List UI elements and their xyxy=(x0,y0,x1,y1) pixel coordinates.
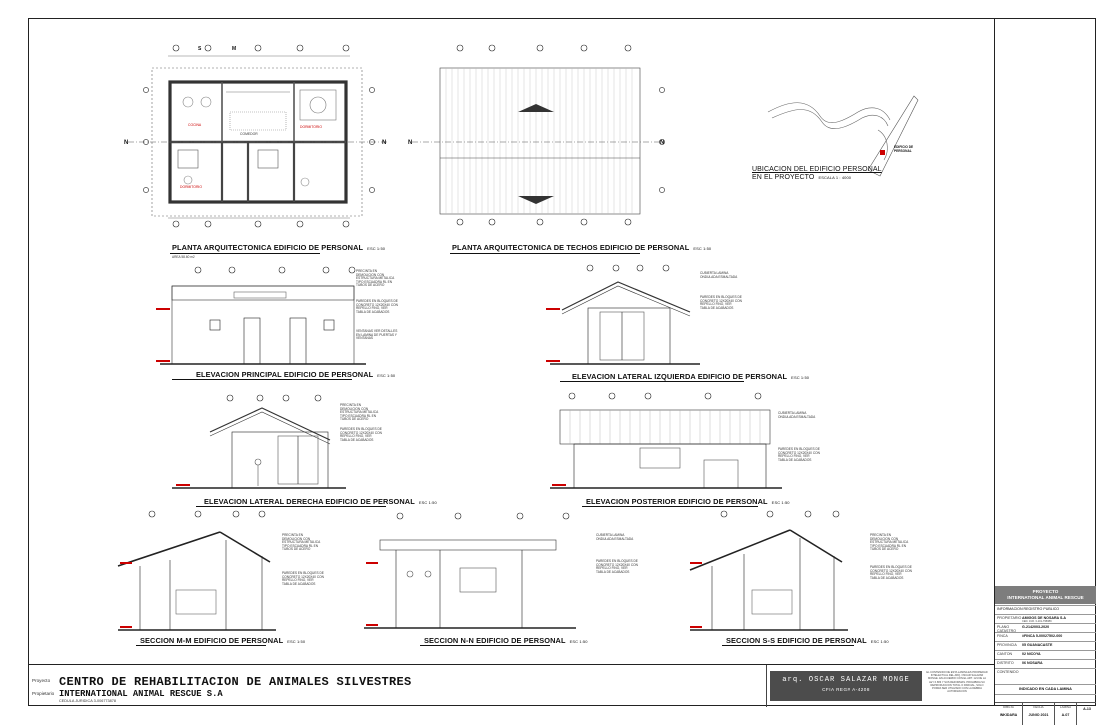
note-roof-left: CUBIERTA LAMINA ONDULADA ESMALTADA xyxy=(700,271,738,279)
title-block-row: FINCA#FINCA 5-00027502-000 xyxy=(995,632,1096,641)
legal-note: EL CONTENIDO DE ESTA LAMINA ES PROPIEDAD… xyxy=(926,671,988,694)
title-block: PROYECTO INTERNATIONAL ANIMAL RESCUE INF… xyxy=(994,18,1096,725)
note-windows-front: VENTANAS VER DETALLES EN LAMINA DE PUERT… xyxy=(356,329,398,341)
svg-text:N: N xyxy=(124,140,128,146)
svg-text:DORMITORIO: DORMITORIO xyxy=(180,185,202,189)
location-sketch xyxy=(767,95,919,177)
title-block-header: PROYECTO INTERNATIONAL ANIMAL RESCUE xyxy=(995,586,1096,604)
elevation-left xyxy=(550,264,700,365)
note-roof-n: CUBIERTA LAMINA ONDULADA ESMALTADA xyxy=(596,533,634,541)
note-walls-left: PAREDES EN BLOQUES DE CONCRETO 12X20X40 … xyxy=(700,295,742,310)
elevation-front-underline xyxy=(172,379,352,380)
svg-text:N: N xyxy=(382,140,386,146)
title-block-header-line1: PROYECTO xyxy=(1032,589,1059,594)
section-m xyxy=(117,510,276,631)
elevation-right-title: ELEVACION LATERAL DERECHA EDIFICIO DE PE… xyxy=(204,497,437,506)
title-block-header-line2: INTERNATIONAL ANIMAL RESCUE xyxy=(1007,595,1084,600)
location-title-1: UBICACION DEL EDIFICIO PERSONAL xyxy=(752,166,882,173)
svg-text:COCINA: COCINA xyxy=(188,123,202,127)
section-s xyxy=(689,510,848,631)
owner-label: Propietario xyxy=(32,691,55,696)
strip-divider xyxy=(766,665,767,707)
plan-title: PLANTA ARQUITECTONICA EDIFICIO DE PERSON… xyxy=(172,243,386,252)
roof-plan: N N xyxy=(408,44,665,226)
location-building-label: EDIFICIO DE PERSONAL xyxy=(894,145,914,153)
note-structure-right: PRECINTA EN DEMOLICION CON ESTRUCTURA ME… xyxy=(340,403,379,422)
project-strip: Proyecto CENTRO DE REHABILITACION DE ANI… xyxy=(28,664,994,707)
svg-text:N: N xyxy=(660,140,664,146)
project-label: Proyecto xyxy=(32,678,51,683)
plan-area: AREA 58.60 m2 xyxy=(172,255,195,259)
svg-text:COMEDOR: COMEDOR xyxy=(240,132,258,136)
svg-text:S: S xyxy=(198,46,202,52)
owner-name: INTERNATIONAL ANIMAL RESCUE S.A xyxy=(59,689,223,699)
plan-title-underline xyxy=(170,253,320,254)
elevation-right xyxy=(172,394,346,489)
elevation-back-underline xyxy=(582,506,758,507)
section-m-underline xyxy=(136,645,266,646)
note-walls-back: PAREDES EN BLOQUES DE CONCRETO 12X20X40 … xyxy=(778,447,820,462)
note-walls-s: PAREDES EN BLOQUES DE CONCRETO 12X20X40 … xyxy=(870,565,912,580)
drawing-sheet-border xyxy=(28,18,1096,706)
note-walls-front: PAREDES EN BLOQUES DE CONCRETO 12X20X40 … xyxy=(356,299,398,314)
elevation-back xyxy=(550,392,782,489)
title-block-row: CONTENIDO xyxy=(995,668,1096,677)
note-structure-s: PRECINTA EN DEMOLICION CON ESTRUCTURA ME… xyxy=(870,533,909,552)
svg-text:M: M xyxy=(232,46,236,52)
note-structure-m: PRECINTA EN DEMOLICION CON ESTRUCTURA ME… xyxy=(282,533,321,552)
floor-plan: COCINA COMEDOR DORMITORIO DORMITORIO N N… xyxy=(124,44,388,228)
roof-plan-title: PLANTA ARQUITECTONICA DE TECHOS EDIFICIO… xyxy=(452,243,712,252)
architect-name: arq. OSCAR SALAZAR MONGE xyxy=(782,676,910,684)
svg-text:N: N xyxy=(408,140,412,146)
note-walls-right: PAREDES EN BLOQUES DE CONCRETO 12X20X40 … xyxy=(340,427,382,442)
note-roof-back: CUBIERTA LAMINA ONDULADA ESMALTADA xyxy=(778,411,816,419)
section-n-underline xyxy=(420,645,550,646)
note-walls-n: PAREDES EN BLOQUES DE CONCRETO 12X20X40 … xyxy=(596,559,638,574)
elevation-left-underline xyxy=(560,381,744,382)
section-s-underline xyxy=(722,645,854,646)
project-name: CENTRO DE REHABILITACION DE ANIMALES SIL… xyxy=(59,675,412,689)
level-markers xyxy=(120,308,702,628)
architect-box: arq. OSCAR SALAZAR MONGE CFIA REG# A-420… xyxy=(770,671,922,701)
elevation-right-underline xyxy=(196,506,386,507)
title-block-scale: INDICADO EN CADA LAMINA xyxy=(995,684,1096,695)
note-structure-front: PRECINTA EN DEMOLICION CON ESTRUCTURA ME… xyxy=(356,269,395,288)
section-n xyxy=(364,512,576,629)
note-walls-m: PAREDES EN BLOQUES DE CONCRETO 12X20X40 … xyxy=(282,571,324,586)
svg-text:DORMITORIO: DORMITORIO xyxy=(300,125,322,129)
footer-cell-total: A-13 xyxy=(1083,707,1091,711)
elevation-back-title: ELEVACION POSTERIOR EDIFICIO DE PERSONAL… xyxy=(586,497,790,506)
roof-title-underline xyxy=(450,253,640,254)
title-block-row: INFORMACION REGISTRO PUBLICO xyxy=(995,605,1096,614)
elevation-left-title: ELEVACION LATERAL IZQUIERDA EDIFICIO DE … xyxy=(572,372,810,381)
elevation-front xyxy=(160,266,366,365)
owner-cedula: CEDULA JURIDICA 3-006773878 xyxy=(59,699,116,703)
architect-cfia: CFIA REG# A-4208 xyxy=(822,687,870,692)
elevation-front-title: ELEVACION PRINCIPAL EDIFICIO DE PERSONAL… xyxy=(196,370,396,379)
